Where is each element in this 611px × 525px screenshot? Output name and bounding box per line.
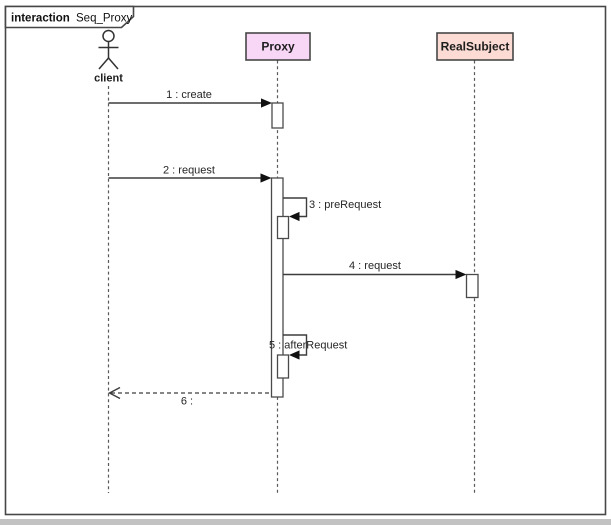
actor-leg-right-icon bbox=[107, 57, 119, 70]
actor-client: client bbox=[94, 29, 123, 85]
frame-label: interaction Seq_Proxy bbox=[4, 5, 135, 29]
proxy-box-label: Proxy bbox=[261, 40, 295, 54]
message-create-arrowhead-icon bbox=[261, 98, 272, 108]
actor-leg-left-icon bbox=[98, 57, 110, 70]
message-return-arrowhead-icon bbox=[107, 386, 121, 400]
proxy-box bbox=[245, 32, 311, 61]
activation-realsubject bbox=[465, 273, 479, 299]
lifeline-head-realsubject: RealSubject bbox=[436, 32, 514, 61]
message-prerequest-arrowhead-icon bbox=[289, 211, 300, 222]
message-request-real-label: 4 : request bbox=[349, 260, 401, 272]
activation-proxy-afterrequest bbox=[276, 354, 290, 379]
actor-head-icon bbox=[102, 29, 115, 43]
lifeline-client-label: client bbox=[94, 73, 123, 85]
message-prerequest-loop bbox=[283, 197, 308, 218]
message-create-label: 1 : create bbox=[166, 89, 212, 101]
lifeline-head-proxy: Proxy bbox=[245, 32, 311, 61]
screenshot-bottom-edge bbox=[0, 519, 611, 525]
frame-pentagon bbox=[4, 5, 135, 29]
message-request-label: 2 : request bbox=[163, 165, 215, 177]
message-return-label: 6 : bbox=[181, 396, 193, 408]
frame-name: Seq_Proxy bbox=[76, 13, 133, 25]
interaction-frame bbox=[4, 5, 607, 516]
message-prerequest-label: 3 : preRequest bbox=[309, 199, 381, 211]
message-request: 2 : request bbox=[108, 165, 272, 183]
message-create: 1 : create bbox=[108, 89, 272, 108]
activation-proxy-create bbox=[271, 102, 284, 129]
message-afterrequest-label: 5 : afterRequest bbox=[269, 340, 347, 352]
activation-proxy-prerequest bbox=[276, 215, 290, 240]
realsubject-box bbox=[436, 32, 514, 61]
message-request-real: 4 : request bbox=[283, 260, 467, 280]
frame-keyword: interaction bbox=[11, 13, 70, 25]
message-return: 6 : bbox=[107, 386, 272, 408]
message-request-arrowhead-icon bbox=[260, 173, 272, 183]
message-request-real-arrowhead-icon bbox=[455, 269, 467, 280]
activation-proxy-main bbox=[270, 177, 284, 398]
message-prerequest: 3 : preRequest bbox=[276, 197, 381, 240]
message-afterrequest-loop bbox=[283, 334, 308, 356]
realsubject-box-label: RealSubject bbox=[441, 40, 510, 54]
message-afterrequest: 5 : afterRequest bbox=[269, 334, 347, 379]
message-afterrequest-arrowhead-icon bbox=[289, 350, 300, 360]
